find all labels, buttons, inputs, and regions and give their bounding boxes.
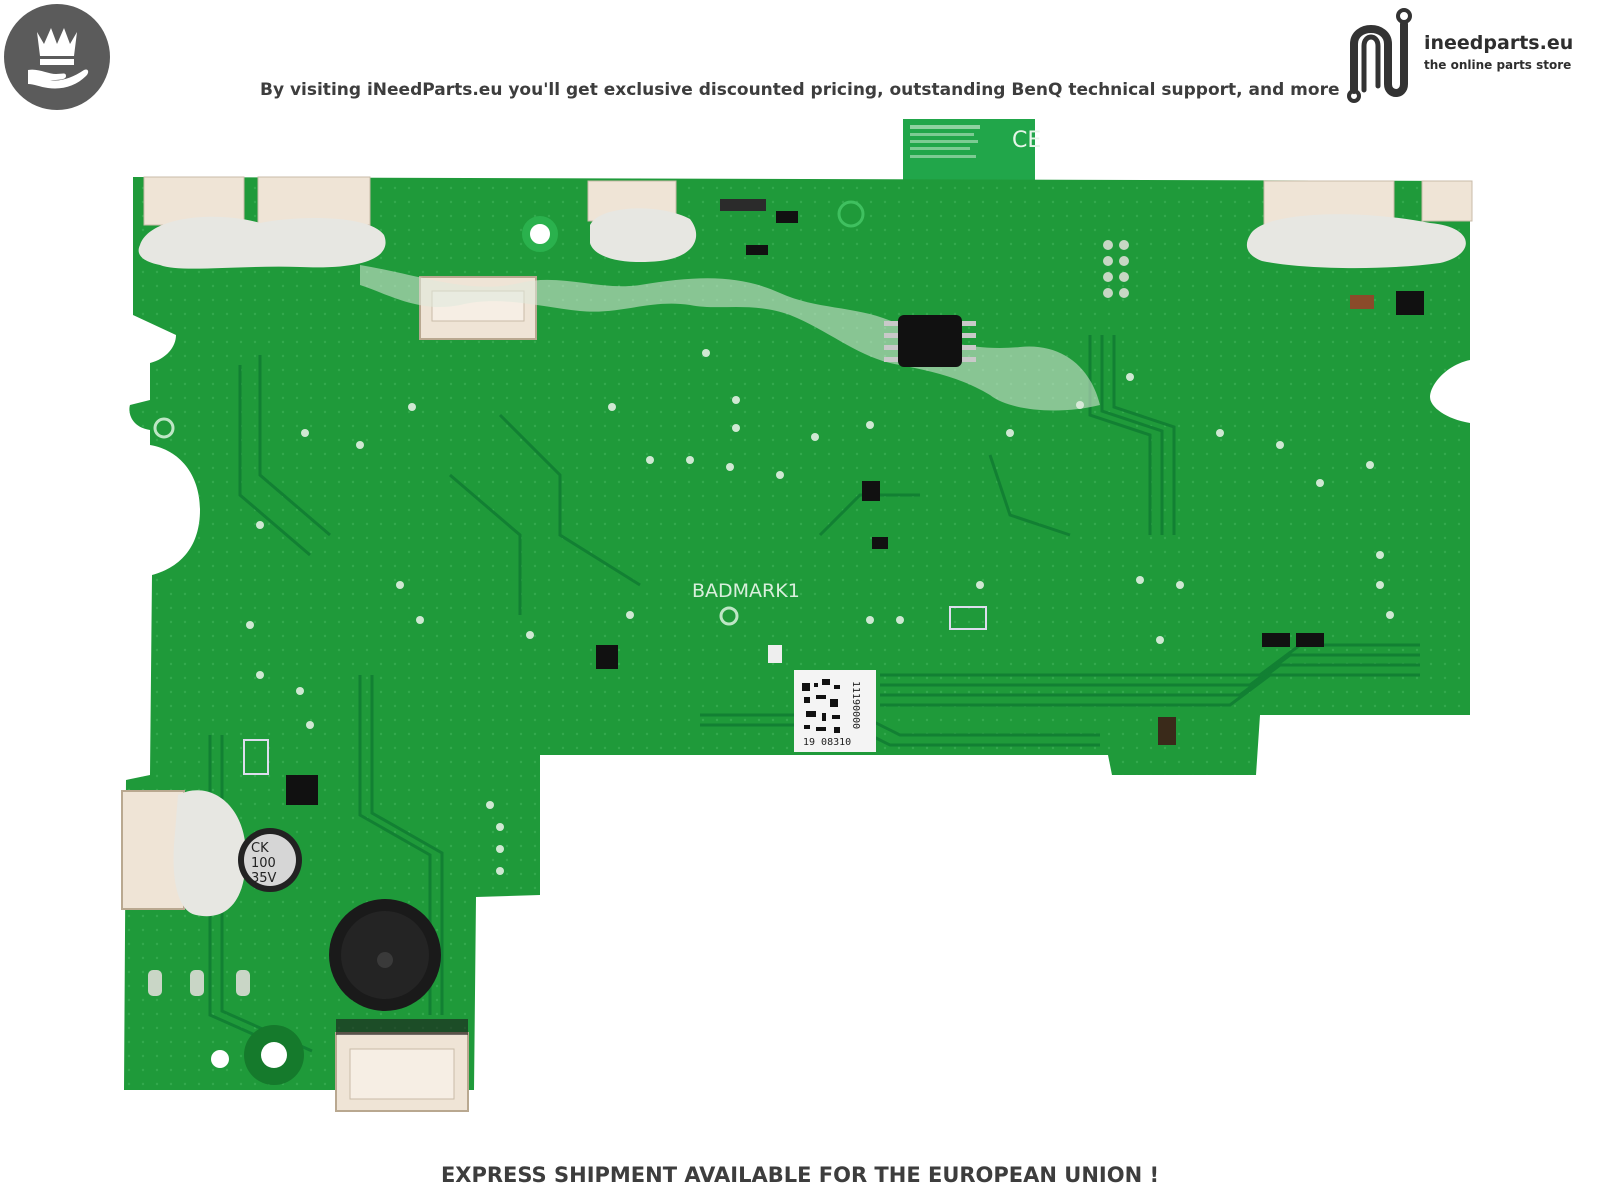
crown-on-hand-icon <box>28 28 89 89</box>
brand-subtitle: the online parts store <box>1424 58 1572 72</box>
pcb-board-image: CE <box>121 119 1473 1112</box>
side-connector <box>121 790 246 917</box>
ce-mark: CE <box>1012 128 1041 153</box>
capacitor-label-2: 100 <box>251 856 276 871</box>
electrolytic-capacitor: CK 100 35V <box>238 828 302 892</box>
smd-components <box>243 199 1424 805</box>
badmark-silkscreen: BADMARK1 <box>692 580 800 602</box>
piezo-buzzer <box>329 899 441 1011</box>
brand-name: ineedparts.eu <box>1424 32 1574 54</box>
solder-pads <box>148 970 250 996</box>
barcode-number: 11190000 <box>850 681 861 729</box>
pcb-photo: CE <box>0 115 1600 1135</box>
capacitor-label-3: 35V <box>251 871 277 886</box>
date-label: 19 08310 <box>803 737 851 748</box>
central-ic <box>884 315 976 367</box>
ineedparts-logo[interactable]: ineedparts.eu the online parts store <box>1342 4 1598 104</box>
promo-tagline: By visiting iNeedParts.eu you'll get exc… <box>260 80 1340 100</box>
pin-header <box>1103 240 1129 298</box>
wifi-module: CE <box>903 119 1041 185</box>
crown-badge <box>4 4 110 110</box>
mounting-holes <box>153 200 865 1085</box>
capacitor-label-1: CK <box>251 841 269 856</box>
shipping-notice: EXPRESS SHIPMENT AVAILABLE FOR THE EUROP… <box>440 1163 1160 1187</box>
bottom-connector <box>335 1019 469 1112</box>
glue-residue <box>360 265 1100 411</box>
barcode-sticker: 19 08310 11190000 <box>794 670 876 752</box>
ineedparts-logo-icon <box>1347 8 1412 103</box>
